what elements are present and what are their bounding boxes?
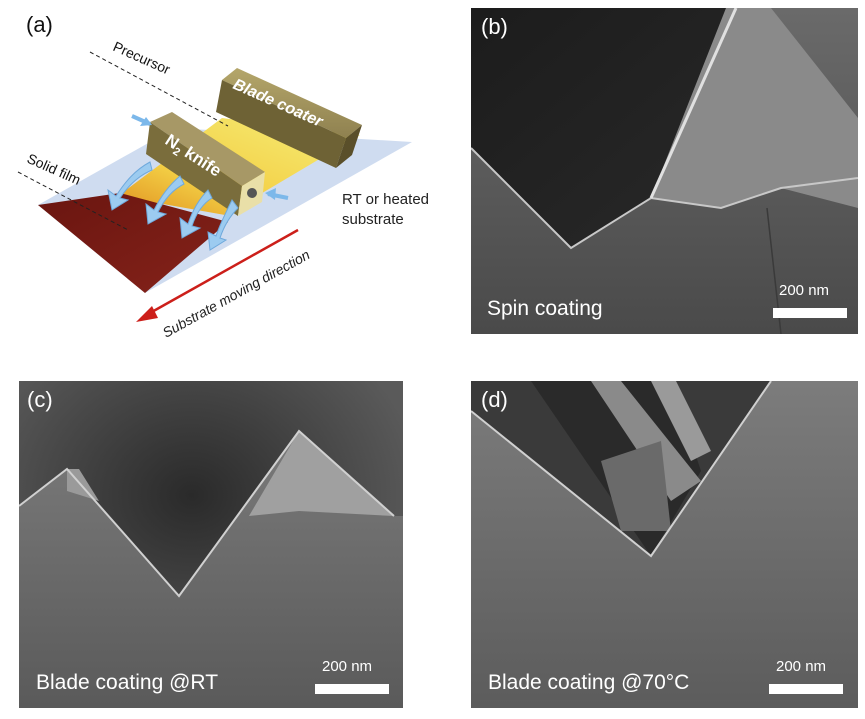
panel-a-label: (a) <box>26 12 53 37</box>
panel-d-caption: Blade coating @70°C <box>488 671 690 694</box>
panel-d-scale-bar <box>769 684 843 694</box>
panel-a-schematic: (a) <box>0 0 470 350</box>
panel-d-label: (d) <box>481 387 508 412</box>
n2-flow-arrows <box>107 161 239 251</box>
blade-coater-bar <box>216 68 362 168</box>
direction-arrow-head <box>136 306 158 322</box>
sem-micrograph-d <box>471 381 858 708</box>
panel-b-scale-bar <box>773 308 847 318</box>
panel-b-scale-label: 200 nm <box>779 282 830 299</box>
sem-micrograph-b <box>471 8 858 334</box>
blade-coating-schematic: Precursor Blade coater N2 knife Solid fi… <box>17 38 429 341</box>
n2-knife <box>146 112 265 216</box>
panel-c-label: (c) <box>27 387 53 412</box>
precursor-leader-line <box>89 51 229 127</box>
substrate-label-line2: substrate <box>342 211 404 228</box>
panel-d-scale-label: 200 nm <box>776 658 827 675</box>
panel-c-scale-bar <box>315 684 389 694</box>
substrate-label-line1: RT or heated <box>342 191 429 208</box>
solid-film-label: Solid film <box>25 150 83 188</box>
panel-b-label: (b) <box>481 14 508 39</box>
direction-arrow-line <box>149 228 299 315</box>
sem-micrograph-c <box>19 381 403 708</box>
panel-c-caption: Blade coating @RT <box>36 671 219 694</box>
precursor-label: Precursor <box>111 38 173 77</box>
panel-d-sem-image: (d) Blade coating @70°C 200 nm <box>471 381 858 708</box>
panel-b-sem-image: (b) Spin coating 200 nm <box>471 8 858 334</box>
panel-b-caption: Spin coating <box>487 297 603 320</box>
panel-c-scale-label: 200 nm <box>322 658 373 675</box>
panel-c-sem-image: (c) Blade coating @RT 200 nm <box>19 381 403 708</box>
